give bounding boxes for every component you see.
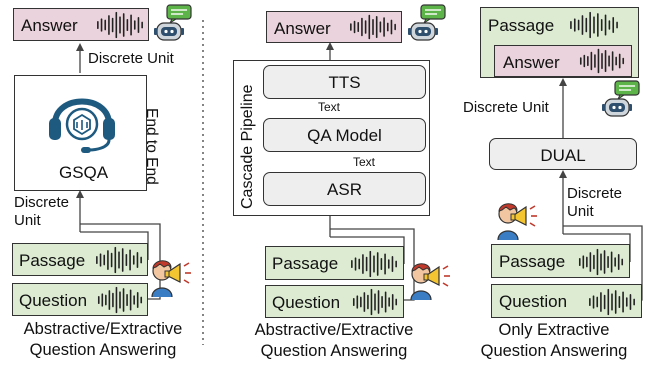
waveform-icon (96, 246, 142, 274)
waveform-icon (352, 288, 398, 316)
caption-left-line1: Abstractive/Extractive (23, 320, 183, 338)
question-label: Question (499, 292, 568, 311)
text-label-1: Text (318, 100, 341, 114)
answer-box-mid: Answer (266, 11, 402, 43)
qa-model-box: QA Model (263, 118, 426, 152)
discrete-unit-label-top-right: Discrete Unit (463, 99, 549, 116)
tts-box: TTS (263, 65, 426, 99)
question-box-right: Question (491, 284, 642, 318)
question-label: Question (272, 293, 341, 312)
discrete-label-bottom: Discrete (14, 194, 70, 211)
cascade-pipeline-label: Cascade Pipeline (239, 84, 256, 209)
caption-mid-line1: Abstractive/Extractive (254, 321, 414, 339)
passage-connector-mid (330, 236, 405, 264)
asr-label: ASR (327, 180, 362, 199)
robot-icon (154, 4, 192, 41)
waveform-icon (351, 250, 397, 278)
qa-model-label: QA Model (307, 126, 382, 145)
speaker-person-icon (151, 260, 191, 297)
question-box-left: Question (12, 283, 148, 316)
caption-left-line2: Question Answering (29, 341, 177, 359)
passage-connector-right (563, 233, 631, 262)
waveform-icon (97, 286, 143, 314)
gsqa-box: GSQA (14, 75, 147, 191)
answer-box-right: Answer (494, 45, 632, 77)
asr-box: ASR (263, 172, 426, 206)
passage-label: Passage (499, 252, 566, 271)
passage-connector (80, 231, 149, 260)
passage-box-left: Passage (12, 243, 148, 276)
discrete-label-bottom-right: Discrete (567, 185, 623, 202)
robot-icon (408, 4, 446, 41)
caption-right: Only Extractive Question Answering (456, 320, 652, 362)
caption-right-line2: Question Answering (480, 342, 628, 360)
speaker-person-icon (497, 203, 537, 240)
text-label-2: Text (353, 155, 376, 169)
answer-label: Answer (21, 16, 78, 35)
caption-left: Abstractive/Extractive Question Answerin… (0, 319, 206, 361)
unit-label-bottom: Unit (14, 212, 41, 229)
question-label: Question (19, 291, 88, 310)
waveform-icon (589, 288, 635, 316)
passage-box-mid: Passage (265, 246, 404, 280)
waveform-icon (578, 248, 624, 276)
tts-label: TTS (328, 73, 361, 92)
unit-label-bottom-right: Unit (567, 203, 594, 220)
question-connector-mid (330, 228, 415, 301)
waveform-icon (570, 11, 618, 39)
passage-output-label: Passage (488, 16, 555, 35)
headset-icon (49, 98, 115, 153)
answer-box-left: Answer (13, 8, 149, 41)
waveform-icon (97, 11, 143, 39)
answer-label: Answer (503, 53, 560, 72)
speaker-person-icon (410, 263, 450, 300)
waveform-icon (579, 48, 625, 74)
dual-box: DUAL (489, 138, 637, 170)
robot-icon (602, 80, 640, 117)
passage-label: Passage (272, 254, 339, 273)
gsqa-label: GSQA (59, 163, 109, 182)
discrete-unit-label-top: Discrete Unit (88, 50, 174, 67)
caption-right-line1: Only Extractive (498, 321, 610, 339)
passage-label: Passage (19, 251, 86, 270)
caption-mid-line2: Question Answering (260, 342, 408, 360)
passage-box-right: Passage (491, 244, 630, 278)
waveform-icon (350, 14, 396, 40)
caption-mid: Abstractive/Extractive Question Answerin… (236, 320, 432, 362)
dual-label: DUAL (540, 146, 586, 165)
question-box-mid: Question (265, 285, 404, 318)
answer-label: Answer (274, 19, 331, 38)
end-to-end-label: End to End (143, 108, 160, 185)
